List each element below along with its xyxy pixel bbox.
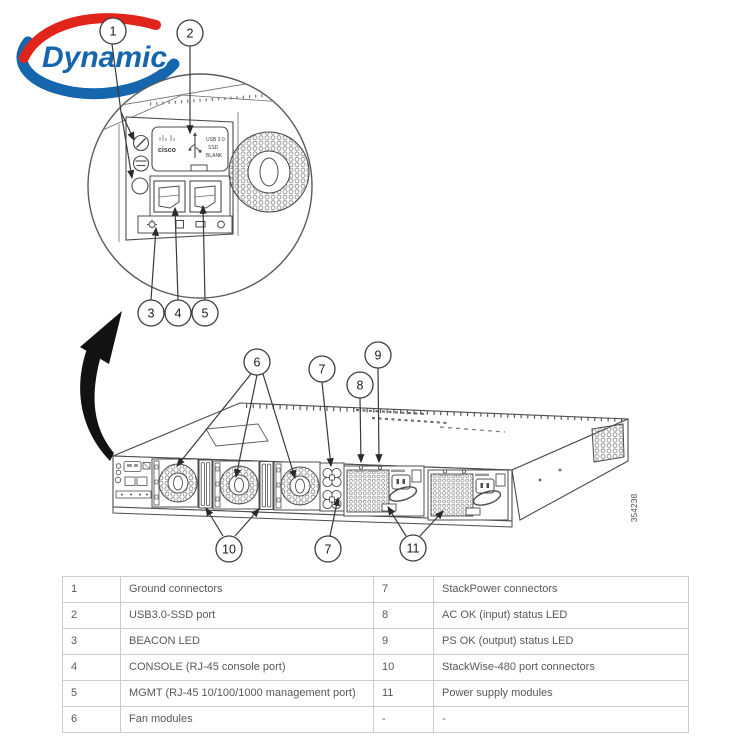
- switch-chassis: [112, 402, 629, 528]
- svg-text:7: 7: [325, 543, 332, 557]
- svg-text:6: 6: [254, 356, 261, 370]
- callout-4: 4: [164, 299, 192, 327]
- stackpower-connector-bottom: [322, 489, 342, 510]
- power-supply-1: [343, 465, 425, 517]
- console-icon: [195, 221, 206, 228]
- logo-red-swoosh: [19, 13, 161, 63]
- svg-text:3: 3: [148, 307, 155, 321]
- table-cell: 1: [62, 576, 121, 603]
- table-cell: 7: [373, 576, 434, 603]
- table-cell: StackPower connectors: [433, 576, 689, 603]
- table-cell: -: [373, 706, 434, 733]
- console-port: [124, 476, 136, 486]
- svg-text:4: 4: [175, 307, 182, 321]
- table-row: 1 Ground connectors 7 StackPower connect…: [62, 576, 689, 603]
- table-cell: 3: [62, 628, 121, 655]
- table-cell: 4: [62, 654, 121, 681]
- usb-icon: [188, 132, 202, 158]
- cisco-logo: cisco: [158, 135, 176, 154]
- fan-module-1: [151, 458, 199, 508]
- svg-text:8: 8: [357, 379, 364, 393]
- mgmt-icon: [217, 220, 225, 229]
- legend-table: 1 Ground connectors 7 StackPower connect…: [62, 576, 689, 733]
- table-cell: 5: [62, 680, 121, 707]
- top-vent-slots: [245, 404, 625, 422]
- fan-module-2: [212, 460, 260, 510]
- ground-connectors-detail: [131, 134, 150, 195]
- table-row: 4 CONSOLE (RJ-45 console port) 10 StackW…: [62, 654, 689, 681]
- table-cell: AC OK (input) status LED: [433, 602, 689, 629]
- fan-module-3: [273, 461, 321, 511]
- stackpower-connector-top: [322, 467, 342, 488]
- table-row: 2 USB3.0-SSD port 8 AC OK (input) status…: [62, 602, 689, 629]
- label-bar: [137, 215, 233, 234]
- cisco-wordmark: cisco: [158, 147, 176, 154]
- callout-2: 2: [176, 19, 204, 47]
- table-cell: 2: [62, 602, 121, 629]
- callout-8: 8: [346, 371, 374, 399]
- table-row: 3 BEACON LED 9 PS OK (output) status LED: [62, 628, 689, 655]
- table-cell: 6: [62, 706, 121, 733]
- stackwise-slot-2: [259, 461, 274, 510]
- io-section: [114, 461, 152, 499]
- table-row: 6 Fan modules - -: [62, 706, 689, 733]
- table-cell: PS OK (output) status LED: [433, 628, 689, 655]
- callout-7-top: 7: [308, 355, 336, 383]
- stackwise-slot-1: [198, 459, 213, 509]
- table-row: 5 MGMT (RJ-45 10/100/1000 management por…: [62, 680, 689, 707]
- callout-11: 11: [399, 534, 427, 562]
- table-cell: MGMT (RJ-45 10/100/1000 management port): [120, 680, 374, 707]
- fan-detail: [228, 112, 310, 236]
- callout-10: 10: [215, 535, 243, 563]
- table-cell: 9: [373, 628, 434, 655]
- table-cell: USB3.0-SSD port: [120, 602, 374, 629]
- usb-label-3: BLANK: [206, 153, 223, 159]
- usb-label-2: SSD: [208, 145, 219, 151]
- svg-text:11: 11: [407, 542, 420, 556]
- table-cell: Power supply modules: [433, 680, 689, 707]
- svg-text:10: 10: [222, 543, 236, 557]
- dynamic-logo: Dynamic: [16, 13, 180, 100]
- usb-ssd-cover: cisco USB 3.0 SSD BLANK: [151, 126, 229, 172]
- leader-lines: [111, 43, 444, 537]
- table-cell: -: [433, 706, 689, 733]
- callout-9: 9: [364, 341, 392, 369]
- callout-3: 3: [137, 299, 165, 327]
- side-fan-vent: [591, 423, 625, 463]
- usb-label-1: USB 3.0: [206, 137, 225, 143]
- detail-view: cisco USB 3.0 SSD BLANK: [87, 73, 313, 299]
- table-cell: 8: [373, 602, 434, 629]
- table-cell: CONSOLE (RJ-45 console port): [120, 654, 374, 681]
- table-cell: Fan modules: [120, 706, 374, 733]
- table-cell: 11: [373, 680, 434, 707]
- zoom-arrow: [80, 311, 122, 461]
- logo-text: Dynamic: [42, 41, 167, 74]
- mgmt-port: [136, 476, 148, 486]
- power-supply-2: [427, 469, 509, 521]
- svg-text:5: 5: [202, 307, 209, 321]
- svg-text:2: 2: [187, 27, 194, 41]
- callout-7-bottom: 7: [314, 535, 342, 563]
- table-cell: Ground connectors: [120, 576, 374, 603]
- figure-number-label: 354238: [629, 494, 639, 523]
- stackpower-connectors: [319, 462, 345, 512]
- table-cell: BEACON LED: [120, 628, 374, 655]
- table-cell: StackWise-480 port connectors: [433, 654, 689, 681]
- callout-1: 1: [99, 17, 127, 45]
- svg-text:9: 9: [375, 349, 382, 363]
- console-mgmt-ports: [149, 175, 231, 217]
- callout-5: 5: [191, 299, 219, 327]
- top-label-recess: [205, 423, 269, 447]
- callout-6: 6: [243, 348, 271, 376]
- svg-text:7: 7: [319, 363, 326, 377]
- svg-text:1: 1: [110, 25, 117, 39]
- table-cell: 10: [373, 654, 434, 681]
